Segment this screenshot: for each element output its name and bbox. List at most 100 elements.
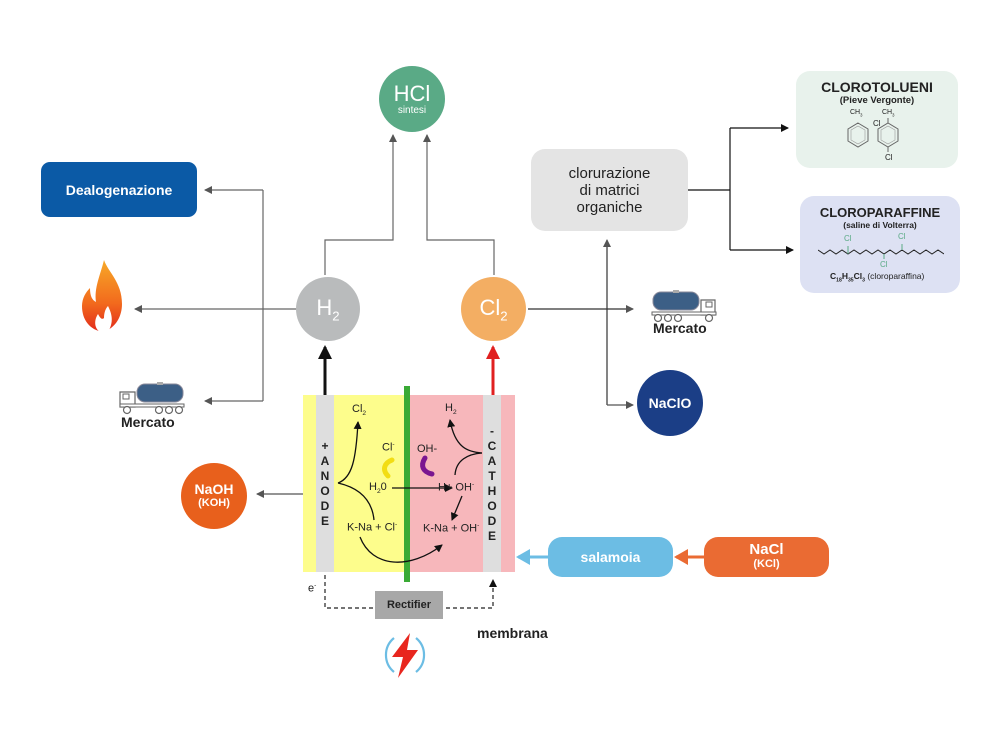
- lightning-bolt-icon: [384, 633, 426, 678]
- clorotolueni-title: CLOROTOLUENI: [821, 79, 933, 95]
- rectifier-label: Rectifier: [386, 599, 432, 611]
- cathode-letter: O: [487, 498, 497, 513]
- cl2-subscript: 2: [500, 308, 508, 324]
- h-oh-sup: -: [471, 481, 475, 488]
- kna-cl-label: K-Na + Cl-: [347, 521, 397, 534]
- h2-node[interactable]: H2: [296, 277, 360, 341]
- ch3-label-2: CH3: [882, 109, 894, 117]
- nacl-label: NaCl: [749, 541, 784, 558]
- h-oh-label: H+ OH-: [438, 481, 474, 494]
- clorotolueni-box[interactable]: CLOROTOLUENI (Pieve Vergonte) CH3 Cl CH3…: [796, 71, 958, 168]
- electron-label: e-: [308, 582, 316, 595]
- hcl-subtitle: sintesi: [397, 104, 427, 116]
- nacl-box[interactable]: NaCl (KCl): [704, 537, 829, 577]
- line-cl2-hcl: [423, 134, 495, 275]
- hcl-node[interactable]: HCl sintesi: [379, 66, 445, 132]
- electron-sup: -: [314, 582, 317, 589]
- ch3-2-sub: 3: [892, 112, 895, 118]
- kna-oh-sup: -: [477, 522, 480, 529]
- cathode-letter: C: [487, 438, 497, 453]
- anode-letter: N: [320, 468, 330, 483]
- toluene-structure-icon: [847, 118, 899, 152]
- cloroparaffine-title: CLOROPARAFFINE: [819, 205, 941, 220]
- oh-ion-label: OH-: [417, 443, 438, 455]
- anode-letter: O: [320, 483, 330, 498]
- h2o-tail: 0: [380, 481, 387, 493]
- koh-label: (KOH): [198, 497, 230, 509]
- clorurazione-line2: di matrici: [579, 181, 640, 199]
- cl-ion-main: Cl: [382, 441, 393, 454]
- salamoia-box[interactable]: salamoia: [548, 537, 673, 577]
- ch3-1-sub: 3: [860, 112, 863, 118]
- anode-electrode[interactable]: + A N O D E: [316, 395, 334, 572]
- cl-label-2: Cl: [885, 153, 893, 162]
- cl2-sub: 2: [362, 410, 367, 418]
- cathode-letter: H: [487, 483, 497, 498]
- tanker-truck-icon: [119, 382, 185, 415]
- h2-symbol: H: [316, 294, 333, 320]
- formula-name: (cloroparaffina): [867, 271, 925, 281]
- flame-icon: [82, 260, 122, 332]
- electron-main: e: [308, 582, 315, 595]
- paraffin-formula: C18H35Cl3 (cloroparaffina): [830, 271, 924, 284]
- cathode-letter: A: [487, 453, 497, 468]
- formula-h-sub: 35: [847, 277, 854, 284]
- clorotolueni-subtitle: (Pieve Vergonte): [839, 95, 915, 106]
- formula-cl: Cl: [853, 271, 863, 281]
- anode-letter: A: [320, 453, 330, 468]
- kcl-label: (KCl): [753, 558, 780, 570]
- ch3-label-1: CH3: [850, 109, 862, 117]
- kna-cl-sup: -: [395, 521, 398, 528]
- clorurazione-line1: clorurazione: [568, 164, 651, 182]
- formula-h: H: [841, 271, 848, 281]
- kna-oh-label: K-Na + OH-: [423, 522, 479, 535]
- cathode-letter: E: [487, 528, 496, 543]
- circuit-left: [324, 575, 375, 609]
- paraffin-cl-3: Cl: [880, 260, 888, 269]
- clorurazione-line3: organiche: [576, 198, 643, 216]
- cathode-electrode[interactable]: - C A T H O D E: [483, 395, 501, 572]
- h2o-sub: 2: [376, 488, 381, 496]
- anode-letter: +: [321, 438, 329, 453]
- mercato-right-label: Mercato: [653, 320, 707, 336]
- h2-label: H2: [316, 295, 339, 323]
- anode-letter: D: [320, 498, 330, 513]
- circuit-right: [446, 579, 497, 609]
- formula-c-sub: 18: [836, 277, 842, 284]
- mercato-left-label: Mercato: [121, 414, 175, 430]
- membrane[interactable]: [404, 386, 410, 582]
- membrana-label: membrana: [477, 625, 548, 641]
- anode-letter: E: [320, 513, 329, 528]
- cl-ion-label: Cl-: [382, 441, 395, 454]
- naclo-node[interactable]: NaClO: [637, 370, 703, 436]
- naoh-node[interactable]: NaOH (KOH): [181, 463, 247, 529]
- h2-product-label: H2: [445, 402, 457, 416]
- ch3-2: CH: [882, 109, 893, 116]
- cl2-symbol: Cl: [479, 294, 501, 320]
- cloroparaffine-subtitle: (saline di Volterra): [843, 220, 917, 230]
- cl2-label: Cl2: [479, 295, 507, 323]
- h2-subscript: 2: [332, 308, 340, 324]
- cloroparaffine-box[interactable]: CLOROPARAFFINE (saline di Volterra) Cl C…: [800, 196, 960, 293]
- salamoia-label: salamoia: [580, 549, 641, 565]
- line-h2-hcl: [324, 134, 397, 275]
- kna-oh-main: K-Na + OH: [423, 522, 478, 535]
- paraffin-cl-2: Cl: [898, 232, 906, 241]
- h-oh-main: H+ OH: [438, 481, 472, 494]
- paraffin-cl-1: Cl: [844, 234, 852, 243]
- ch3-1: CH: [850, 109, 861, 116]
- dealogenazione-box[interactable]: Dealogenazione: [41, 162, 197, 217]
- cathode-letter: D: [487, 513, 497, 528]
- h2-main: H: [445, 402, 453, 414]
- cl2-product-label: Cl2: [352, 403, 366, 417]
- cl2-node[interactable]: Cl2: [461, 277, 526, 341]
- clorurazione-box[interactable]: clorurazione di matrici organiche: [531, 149, 688, 231]
- h2-sub: 2: [452, 409, 457, 417]
- cl-label-1: Cl: [873, 119, 881, 128]
- dealogenazione-label: Dealogenazione: [65, 181, 173, 198]
- rectifier-box[interactable]: Rectifier: [375, 591, 443, 619]
- cl-ion-sup: -: [392, 441, 395, 448]
- hcl-title: HCl: [393, 80, 431, 106]
- kna-cl-main: K-Na + Cl: [347, 521, 395, 534]
